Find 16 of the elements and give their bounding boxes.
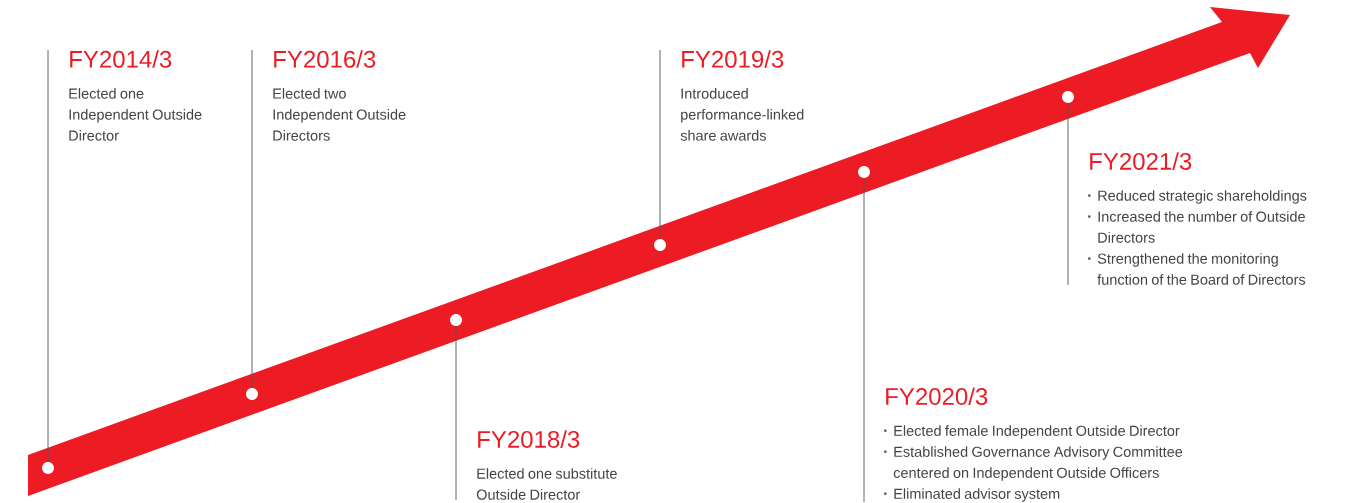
year-heading: FY2014/3: [70, 50, 172, 68]
year-heading: FY2021/3: [1090, 152, 1192, 170]
description-text: Elected one Independent Outside Director: [69, 88, 202, 141]
year-heading: FY2018/3: [478, 430, 580, 448]
bullet-item: Established Governance Advisory Committee centered on Independent Outside Officers: [884, 446, 1183, 481]
bullet-item: Strengthened the monitoring function of the Board of Directors: [1088, 253, 1306, 285]
bullet-item: Eliminated advisor system: [884, 488, 1060, 502]
bullet-item: Increased the number of Outside Directors: [1088, 211, 1305, 243]
bullet-item: Reduced strategic shareholdings: [1088, 190, 1307, 204]
bullet-item: Elected female Independent Outside Director: [884, 425, 1180, 439]
description-text: Introduced performance-linked share awards: [680, 88, 804, 141]
description-text: Elected one substitute Outside Director: [476, 468, 617, 500]
description-text: Elected two Independent Outside Directors: [273, 88, 406, 141]
year-heading: FY2019/3: [682, 50, 784, 68]
year-heading: FY2020/3: [886, 387, 988, 405]
year-heading: FY2016/3: [274, 50, 376, 68]
